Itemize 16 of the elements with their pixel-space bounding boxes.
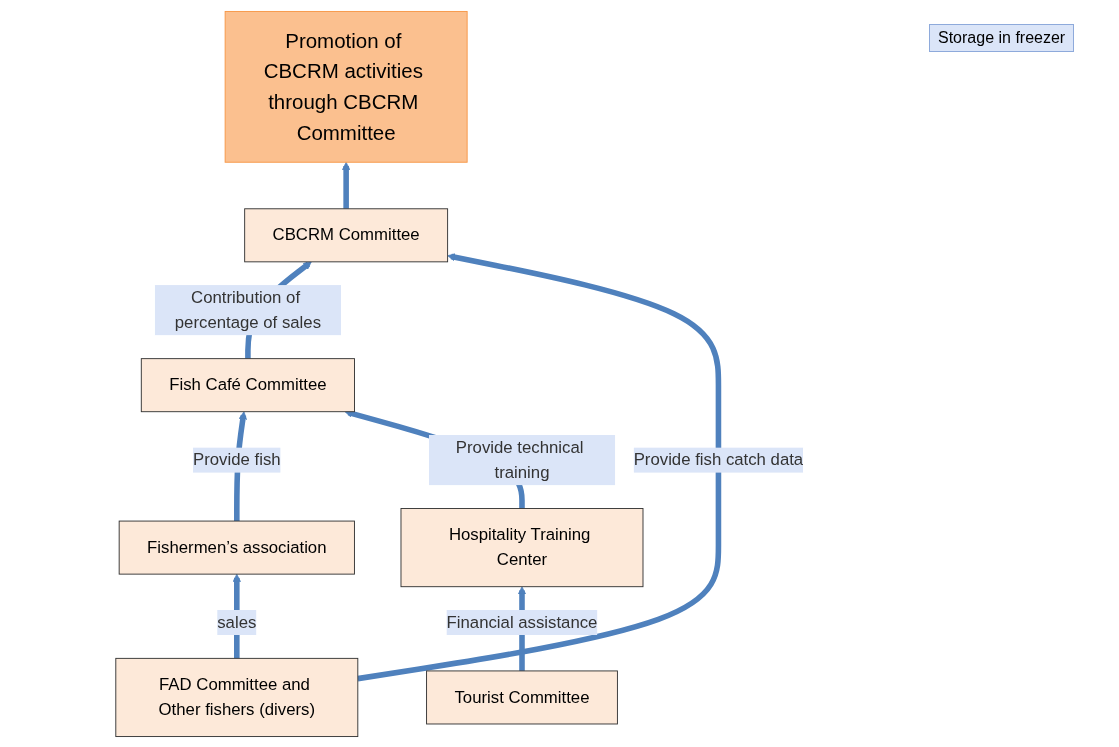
arrow [342, 161, 351, 209]
arrow [357, 252, 722, 681]
edge-label: sales [217, 612, 257, 631]
edge-label: Provide fish catch data [633, 449, 804, 469]
edge-label: Financial assistance [446, 612, 598, 631]
node-box: Fishermen’s association [118, 520, 355, 575]
note-label: Storage in freezer [929, 24, 1075, 52]
node-box: Hospitality Training Center [400, 507, 644, 587]
edge-label: Provide technical training [455, 437, 584, 482]
node-box: CBCRM Committee [244, 207, 449, 262]
edge-label: Provide fish [193, 449, 281, 469]
node-box: Fish Café Committee [140, 357, 355, 412]
edge-label: Contribution of percentage of sales [174, 287, 322, 332]
node-box: Promotion of CBCRM activities through CBCRM Committee [224, 10, 468, 163]
node-box: FAD Committee and Other fishers (divers) [115, 657, 359, 737]
node-box: Tourist Committee [426, 669, 618, 724]
